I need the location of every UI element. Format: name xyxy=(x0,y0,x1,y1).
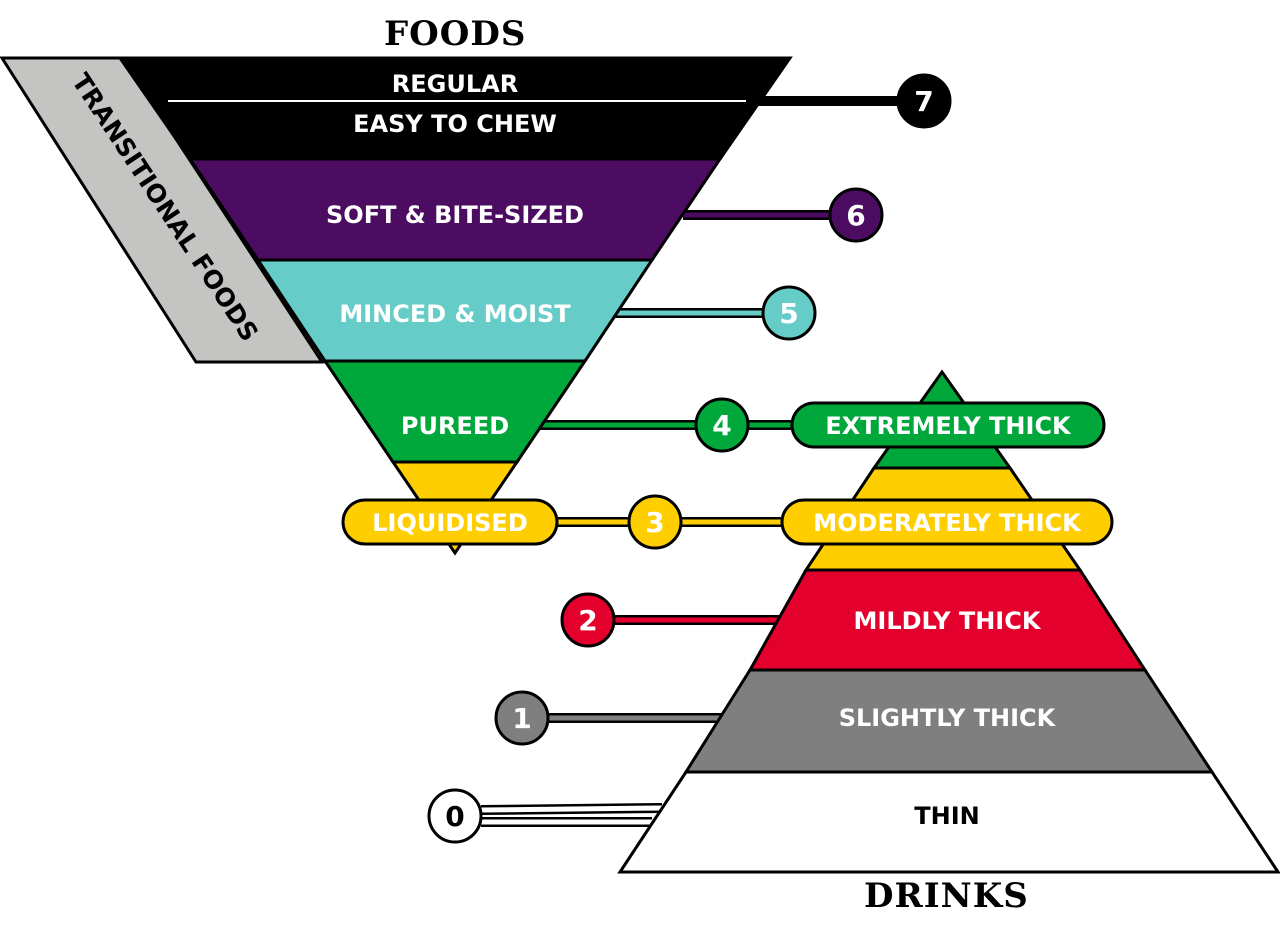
badge-level-3: 3 xyxy=(627,494,683,550)
label-extremely-thick: EXTREMELY THICK xyxy=(825,412,1072,440)
label-mildly-thick: MILDLY THICK xyxy=(854,607,1042,635)
label-easy-to-chew: EASY TO CHEW xyxy=(353,110,557,138)
label-soft-bite-sized: SOFT & BITE-SIZED xyxy=(326,201,584,229)
label-slightly-thick: SLIGHTLY THICK xyxy=(839,704,1057,732)
label-pureed: PUREED xyxy=(401,412,509,440)
badge-number-4: 4 xyxy=(712,409,731,442)
pill-extremely-thick xyxy=(790,401,1106,449)
connector-level-0 xyxy=(480,805,663,813)
label-minced-moist: MINCED & MOIST xyxy=(339,300,571,328)
level-badges: 7 6 5 4 3 2 1 0 xyxy=(427,73,952,844)
badge-number-3: 3 xyxy=(645,506,664,539)
badge-number-2: 2 xyxy=(578,604,597,637)
transitional-foods-band xyxy=(0,56,325,364)
badge-level-2: 2 xyxy=(560,592,616,648)
badge-level-5: 5 xyxy=(761,285,817,341)
label-regular: REGULAR xyxy=(392,70,518,98)
pill-liquidised xyxy=(341,498,559,546)
badge-level-0: 0 xyxy=(427,788,483,844)
foods-heading: FOODS xyxy=(384,14,527,54)
badge-number-7: 7 xyxy=(914,85,933,118)
badge-number-5: 5 xyxy=(779,297,798,330)
pill-moderately-thick xyxy=(780,498,1114,546)
drinks-heading: DRINKS xyxy=(864,876,1029,916)
level-labels: REGULAR EASY TO CHEW SOFT & BITE-SIZED M… xyxy=(326,70,1082,830)
badge-level-4: 4 xyxy=(694,397,750,453)
label-thin: THIN xyxy=(914,802,979,830)
badge-number-0: 0 xyxy=(445,800,464,833)
foods-funnel xyxy=(117,56,793,556)
badge-level-1: 1 xyxy=(494,690,550,746)
band-thin xyxy=(617,770,1280,874)
badge-level-6: 6 xyxy=(828,187,884,243)
badge-number-6: 6 xyxy=(846,199,865,232)
label-liquidised: LIQUIDISED xyxy=(372,509,528,537)
label-moderately-thick: MODERATELY THICK xyxy=(813,509,1082,537)
badge-level-7: 7 xyxy=(896,73,952,129)
badge-number-1: 1 xyxy=(512,702,531,735)
label-pills xyxy=(341,401,1114,546)
